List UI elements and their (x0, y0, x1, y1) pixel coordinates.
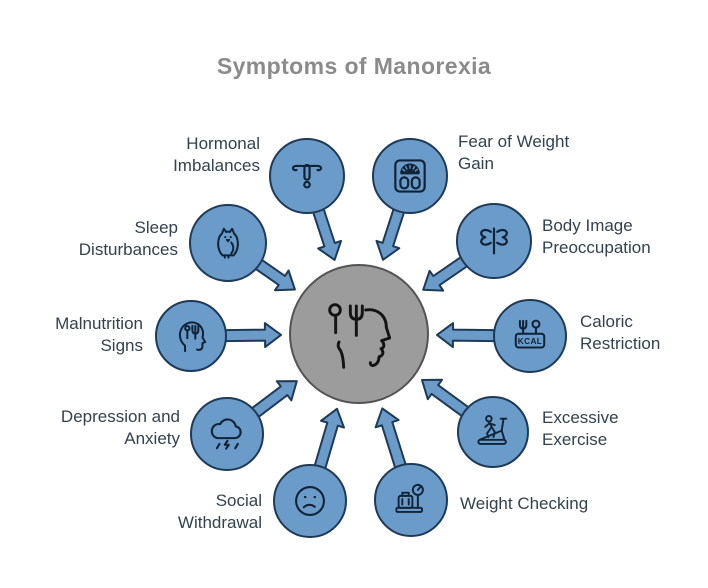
label-body-image-preoccupation: Body Image Preoccupation (542, 216, 651, 257)
node-depression-and-anxiety (190, 397, 264, 471)
node-sleep-disturbances (189, 204, 267, 282)
butterfly-icon (480, 227, 508, 255)
head-cutlery-icon (178, 321, 207, 353)
label-malnutrition-signs: Malnutrition Signs (55, 314, 143, 355)
kcal-sign-icon: KCAL (514, 319, 546, 349)
label-fear-of-weight-gain: Fear of Weight Gain (458, 132, 570, 173)
node-caloric-restriction: KCAL (493, 299, 567, 373)
node-social-withdrawal (273, 464, 347, 538)
owl-icon (217, 227, 239, 259)
node-excessive-exercise (457, 396, 529, 468)
node-body-image-preoccupation (456, 203, 532, 279)
label-caloric-restriction: Caloric Restriction (580, 312, 661, 353)
label-social-withdrawal: Social Withdrawal (177, 491, 262, 532)
label-excessive-exercise: Excessive Exercise (542, 408, 619, 449)
center-node (289, 264, 429, 404)
label-weight-checking: Weight Checking (460, 494, 589, 513)
iud-icon (291, 163, 323, 189)
svg-text:KCAL: KCAL (518, 337, 542, 346)
luggage-scale-icon (395, 483, 424, 513)
page-title: Symptoms of Manorexia (216, 53, 492, 79)
label-sleep-disturbances: Sleep Disturbances (78, 218, 178, 259)
label-depression-and-anxiety: Depression and Anxiety (60, 407, 180, 448)
sad-face-icon (295, 486, 325, 516)
node-hormonal-imbalances (269, 138, 345, 214)
node-malnutrition-signs (155, 300, 227, 372)
label-hormonal-imbalances: Hormonal Imbalances (173, 134, 260, 175)
head-with-cutlery-icon (328, 303, 392, 369)
storm-cloud-icon (210, 418, 242, 450)
node-weight-checking (374, 463, 448, 537)
bathroom-scale-icon (394, 159, 426, 193)
node-fear-of-weight-gain (372, 138, 448, 214)
treadmill-icon (477, 414, 508, 445)
